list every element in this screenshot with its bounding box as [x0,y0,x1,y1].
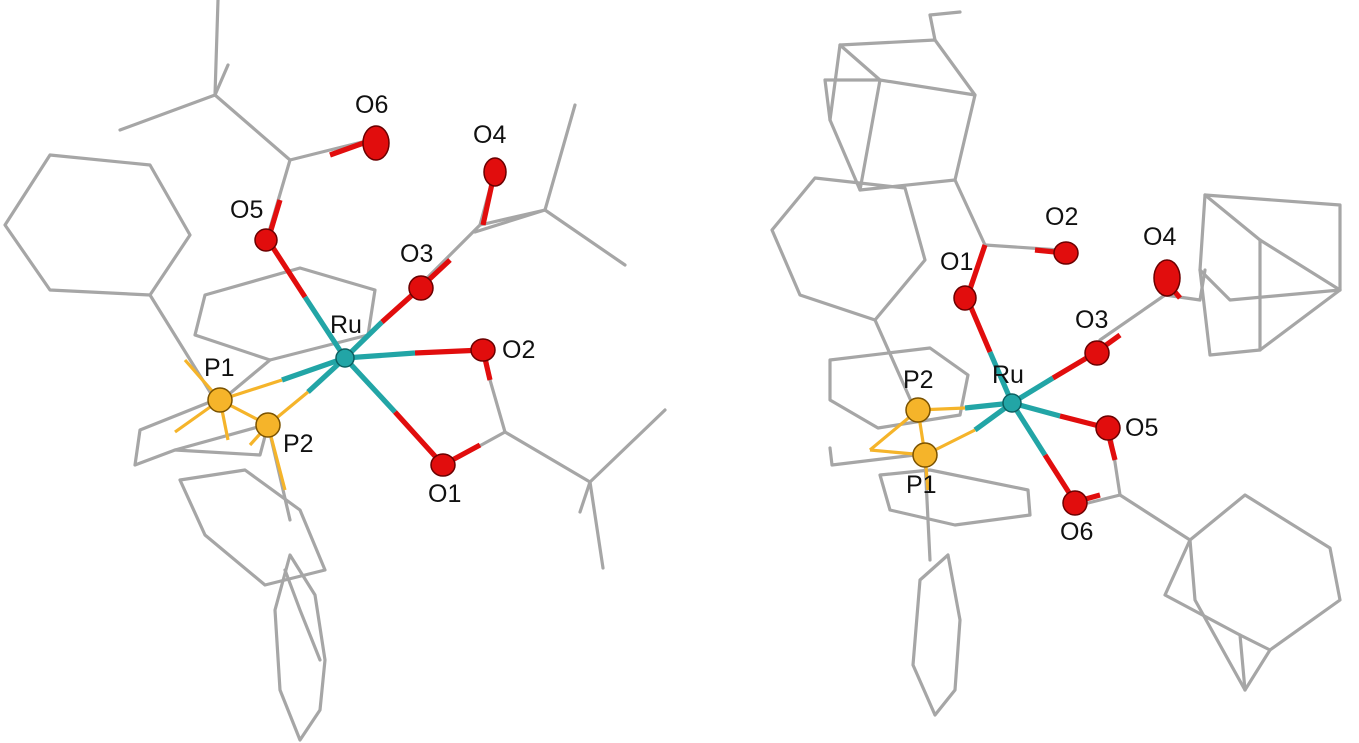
atom-o2-right [1053,241,1079,265]
atom-p2-left [255,412,281,438]
label-o4-right: O4 [1143,223,1176,251]
atom-p1-left [207,387,233,413]
left-structure: O6 O4 O5 O3 Ru O2 P1 P2 O1 [3,0,667,742]
atom-o6-right [1062,490,1088,516]
atom-p1-right [912,442,938,468]
atom-o1-right [953,285,977,311]
label-o4-left: O4 [473,121,506,149]
right-labels: O2 O4 O1 O3 P2 Ru O5 P1 O6 [903,203,1176,546]
right-atoms [905,241,1181,516]
label-o6-right: O6 [1060,518,1093,546]
label-p1-left: P1 [204,354,235,382]
atom-o2-left [470,338,496,362]
right-carbon-skeleton [770,10,1342,717]
label-p2-right: P2 [903,366,934,394]
label-o3-right: O3 [1075,306,1108,334]
label-o2-left: O2 [502,336,535,364]
atom-o4-left [483,157,507,187]
label-o5-right: O5 [1125,414,1158,442]
atom-ru-left [335,348,355,368]
left-labels: O6 O4 O5 O3 Ru O2 P1 P2 O1 [204,91,535,508]
atom-o1-left [430,453,456,477]
atom-o3-right [1084,340,1110,366]
label-ru-left: Ru [330,311,362,339]
right-structure: O2 O4 O1 O3 P2 Ru O5 P1 O6 [770,10,1342,717]
label-o2-right: O2 [1045,203,1078,231]
atom-p2-right [905,397,931,423]
left-ru-o-bonds [265,137,498,468]
label-ru-right: Ru [992,361,1024,389]
label-o3-left: O3 [400,240,433,268]
atom-ru-right [1002,393,1022,413]
label-o5-left: O5 [230,196,263,224]
atom-o3-left [408,275,434,301]
left-atoms [207,125,507,477]
atom-o5-right [1095,415,1121,441]
atom-o5-left [254,228,278,252]
atom-o6-left [362,125,390,161]
right-ru-p-bonds [868,400,1014,491]
label-p2-left: P2 [283,430,314,458]
label-p1-right: P1 [906,471,937,499]
label-o1-right: O1 [940,248,973,276]
label-o1-left: O1 [428,480,461,508]
label-o6-left: O6 [355,91,388,119]
atom-o4-right [1153,259,1181,297]
